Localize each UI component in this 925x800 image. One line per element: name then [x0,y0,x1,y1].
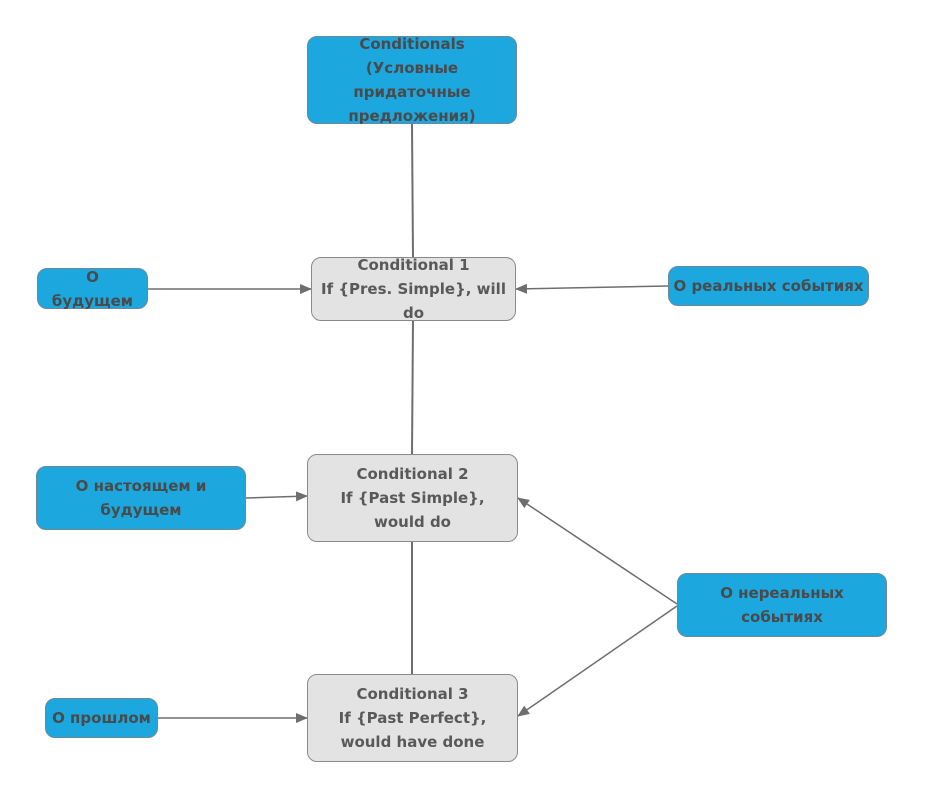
future-node[interactable]: О будущем [37,268,148,310]
present-future-node[interactable]: О настоящем и будущем [36,466,246,530]
conditional-3-title: Conditional 3 [356,685,469,703]
root-node[interactable]: Conditionals (Условные придаточные предл… [307,35,517,125]
past-node[interactable]: О прошлом [45,698,158,738]
arrow-unreal-to-c3 [517,605,678,717]
conditional-3-node[interactable]: Conditional 3 If {Past Perfect}, would h… [307,674,518,762]
present-future-node-label: О настоящем и будущем [75,477,207,519]
conditional-2-formula: If {Past Simple}, would do [340,489,485,531]
root-node-label: Conditionals (Условные придаточные предл… [348,35,476,125]
conditional-2-node[interactable]: Conditional 2 If {Past Simple}, would do [307,454,518,542]
conditional-1-formula: If {Pres. Simple}, will do [321,280,506,322]
real-events-node[interactable]: О реальных событиях [668,266,869,306]
conditional-3-formula: If {Past Perfect}, would have done [338,709,487,751]
edge-c1-to-c2 [411,319,414,456]
edge-root-to-c1 [411,123,414,259]
conditional-1-node[interactable]: Conditional 1 If {Pres. Simple}, will do [311,256,516,322]
arrow-real-to-c1 [515,283,669,294]
arrow-unreal-to-c2 [517,497,678,605]
conditional-1-title: Conditional 1 [357,256,470,274]
past-node-label: О прошлом [52,709,151,727]
unreal-events-node-label: О нереальных событиях [720,584,844,626]
unreal-events-node[interactable]: О нереальных событиях [677,573,887,637]
arrow-present-future-to-c2 [245,491,308,502]
conditional-2-title: Conditional 2 [356,465,469,483]
future-node-label: О будущем [51,267,134,310]
real-events-node-label: О реальных событиях [673,277,864,295]
